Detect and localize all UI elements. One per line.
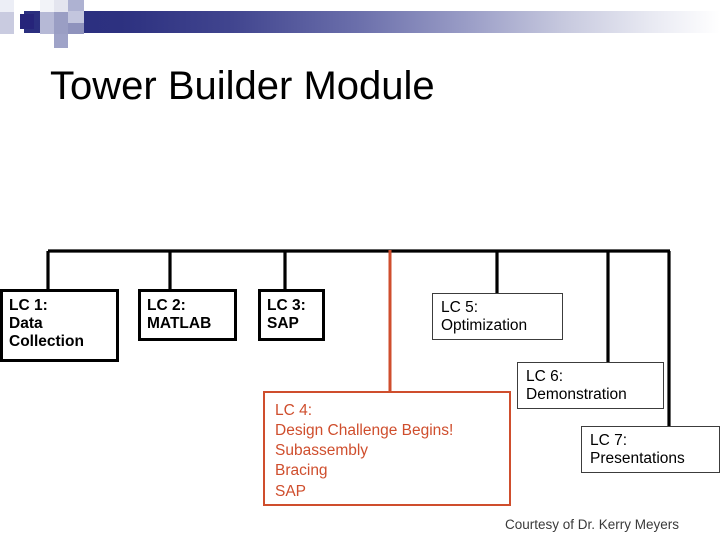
header-gradient-band xyxy=(24,11,720,33)
decor-square-12 xyxy=(14,34,24,44)
credit-text: Courtesy of Dr. Kerry Meyers xyxy=(505,517,680,532)
page-title: Tower Builder Module xyxy=(50,64,435,108)
decor-square-1 xyxy=(0,0,14,12)
node-lc5[interactable]: LC 5: Optimization xyxy=(432,293,563,340)
decor-square-10 xyxy=(68,11,84,23)
decor-square-4 xyxy=(40,12,54,34)
decor-square-9 xyxy=(68,0,84,11)
node-lc3[interactable]: LC 3: SAP xyxy=(258,289,325,341)
node-lc4[interactable]: LC 4: Design Challenge Begins! Subassemb… xyxy=(263,391,511,506)
node-lc1[interactable]: LC 1: Data Collection xyxy=(0,289,119,362)
decor-square-3 xyxy=(14,0,24,11)
decor-square-7 xyxy=(54,34,68,48)
decor-square-11 xyxy=(68,23,84,34)
decor-square-5 xyxy=(40,0,54,12)
node-lc6[interactable]: LC 6: Demonstration xyxy=(517,362,664,409)
decor-square-accent xyxy=(20,14,34,29)
decor-square-6 xyxy=(54,12,68,34)
node-lc2[interactable]: LC 2: MATLAB xyxy=(138,289,237,341)
decor-square-2 xyxy=(0,12,14,34)
decor-square-8 xyxy=(54,0,68,12)
node-lc7[interactable]: LC 7: Presentations xyxy=(581,426,720,473)
